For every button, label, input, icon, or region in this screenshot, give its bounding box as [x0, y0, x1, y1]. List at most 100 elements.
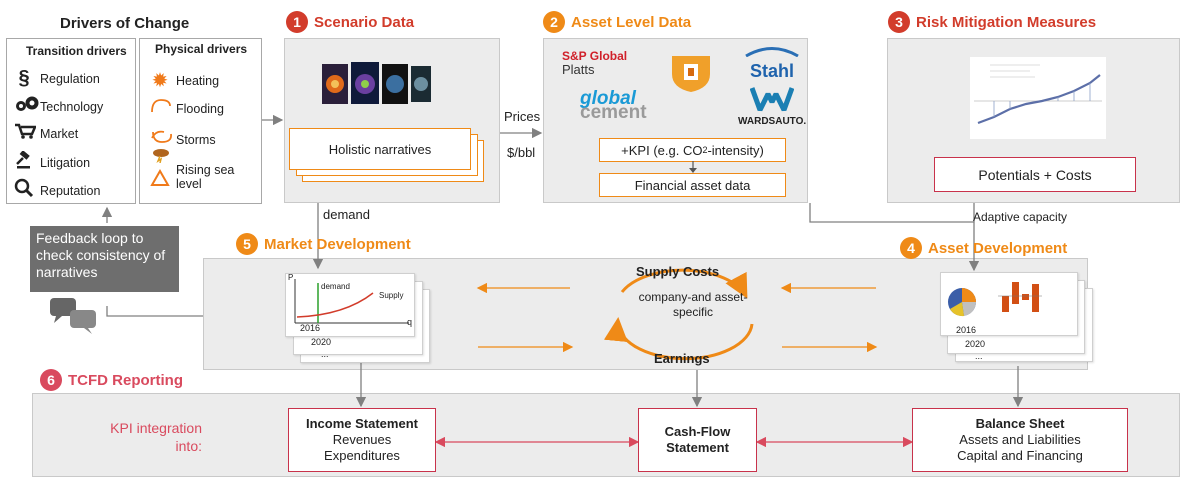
cash-line1: Cash-Flow — [664, 424, 731, 439]
report-covers-image — [322, 62, 432, 111]
drivers-title: Drivers of Change — [60, 15, 190, 32]
driver-technology: Technology — [14, 95, 103, 118]
demand-flow-label: demand — [323, 207, 370, 222]
kpi-integration-line1: KPI integration — [110, 420, 202, 436]
tcfd-header: 6 TCFD Reporting — [40, 369, 183, 391]
income-line2: Expenditures — [324, 448, 400, 463]
year-label: 2016 — [956, 325, 977, 335]
balance-line2: Capital and Financing — [957, 448, 1083, 463]
kpi-arrow — [689, 161, 697, 173]
driver-litigation: Litigation — [14, 150, 91, 174]
flood-icon — [150, 98, 171, 119]
driver-label: Heating — [176, 73, 220, 88]
cart-icon — [14, 123, 37, 144]
kpi-integration-line2: into: — [175, 438, 202, 454]
physical-drivers-title: Physical drivers — [155, 42, 248, 56]
asset-dev-header: 4 Asset Development — [900, 237, 1067, 259]
sp-global-text: S&P Global — [562, 49, 628, 63]
section-title: Asset Level Data — [571, 13, 692, 31]
step-badge: 5 — [236, 233, 258, 255]
section-title: Asset Development — [928, 239, 1068, 257]
price-unit-label: $/bbl — [507, 145, 536, 160]
axis-p-label: P — [288, 273, 294, 282]
kpi-text-post: -intensity) — [707, 142, 764, 158]
transition-drivers-title: Transition drivers — [26, 44, 127, 58]
balance-sheet-box: Balance Sheet Assets and Liabilities Cap… — [912, 408, 1128, 472]
feedback-loop-box: Feedback loop to check consistency of na… — [30, 226, 179, 292]
driver-label: Reputation — [40, 183, 101, 198]
driver-label: Litigation — [40, 155, 91, 170]
year-label: ... — [321, 349, 329, 359]
supply-demand-chart — [294, 279, 409, 324]
kpi-subscript: 2 — [702, 145, 708, 155]
cash-line2: Statement — [666, 440, 729, 455]
income-title: Income Statement — [306, 416, 418, 431]
storm-icon — [150, 128, 172, 151]
shield-logo — [668, 52, 714, 99]
year-label: 2020 — [965, 339, 986, 349]
global-text: global — [580, 88, 636, 109]
driver-heating: ✹ Heating — [150, 68, 219, 93]
driver-rising-sea-level: Rising sea level — [150, 163, 242, 192]
section-title: TCFD Reporting — [68, 371, 183, 389]
risk-header: 3 Risk Mitigation Measures — [888, 11, 1096, 33]
sp-global-logo: S&P Global Platts — [562, 49, 627, 77]
cement-text: cement — [580, 102, 647, 123]
market-header: 5 Market Development — [236, 233, 411, 255]
potentials-costs-box: Potentials + Costs — [934, 157, 1136, 192]
step-badge: 6 — [40, 369, 62, 391]
kpi-text-pre: +KPI (e.g. CO — [621, 142, 703, 158]
year-label: ... — [975, 351, 983, 361]
driver-label: Technology — [40, 99, 104, 114]
driver-storms: Storms — [150, 128, 216, 151]
step-badge: 3 — [888, 11, 910, 33]
driver-label: Market — [40, 126, 79, 141]
global-cement-logo: global cement — [580, 88, 647, 123]
driver-regulation: § Regulation — [14, 67, 100, 90]
demand-curve-label: demand — [321, 282, 350, 291]
axis-q-label: q — [407, 317, 413, 327]
platts-text: Platts — [562, 62, 595, 77]
income-statement-box: Income Statement Revenues Expenditures — [288, 408, 436, 472]
cash-flow-box: Cash-Flow Statement — [638, 408, 757, 472]
year-label: 2016 — [300, 323, 321, 333]
asset-charts — [948, 282, 1042, 317]
driver-label: Regulation — [40, 71, 100, 86]
section-icon: § — [18, 67, 30, 89]
stahl-text: Stahl — [749, 61, 794, 81]
section-title: Market Development — [264, 235, 411, 253]
sun-icon: ✹ — [151, 70, 169, 92]
gavel-icon — [14, 150, 34, 174]
driver-flooding: Flooding — [150, 98, 224, 119]
earnings-label: Earnings — [654, 351, 710, 366]
warning-triangle-icon — [150, 168, 170, 192]
prices-label: Prices — [504, 109, 541, 124]
scenario-header: 1 Scenario Data — [286, 11, 414, 33]
balance-title: Balance Sheet — [975, 416, 1065, 431]
financial-asset-data-box: Financial asset data — [599, 173, 786, 197]
step-badge: 2 — [543, 11, 565, 33]
step-badge: 4 — [900, 237, 922, 259]
step-badge: 1 — [286, 11, 308, 33]
wardsauto-text: WARDSAUTO. — [738, 116, 807, 127]
supply-curve-label: Supply — [379, 291, 404, 300]
chat-bubbles-icon — [50, 296, 100, 341]
storm-cloud-icon — [151, 147, 171, 168]
cost-curve-thumbnail — [970, 57, 1106, 144]
holistic-narratives-box: Holistic narratives — [289, 128, 471, 170]
adaptive-capacity-label: Adaptive capacity — [973, 210, 1068, 224]
transition-drivers-box — [6, 38, 136, 204]
supply-costs-label: Supply Costs — [636, 264, 720, 279]
driver-reputation: Reputation — [14, 178, 100, 203]
driver-label: Rising sea level — [176, 163, 235, 191]
cycle-label: company-and asset-specific — [638, 290, 748, 319]
market-card-front — [285, 273, 415, 337]
asset-level-header: 2 Asset Level Data — [543, 11, 691, 33]
wardsauto-logo: WARDSAUTO. — [738, 86, 806, 127]
year-label: 2020 — [311, 337, 332, 347]
section-title: Scenario Data — [314, 13, 415, 31]
driver-label: Storms — [176, 132, 216, 147]
driver-label: Flooding — [176, 101, 224, 116]
income-line1: Revenues — [332, 432, 392, 447]
